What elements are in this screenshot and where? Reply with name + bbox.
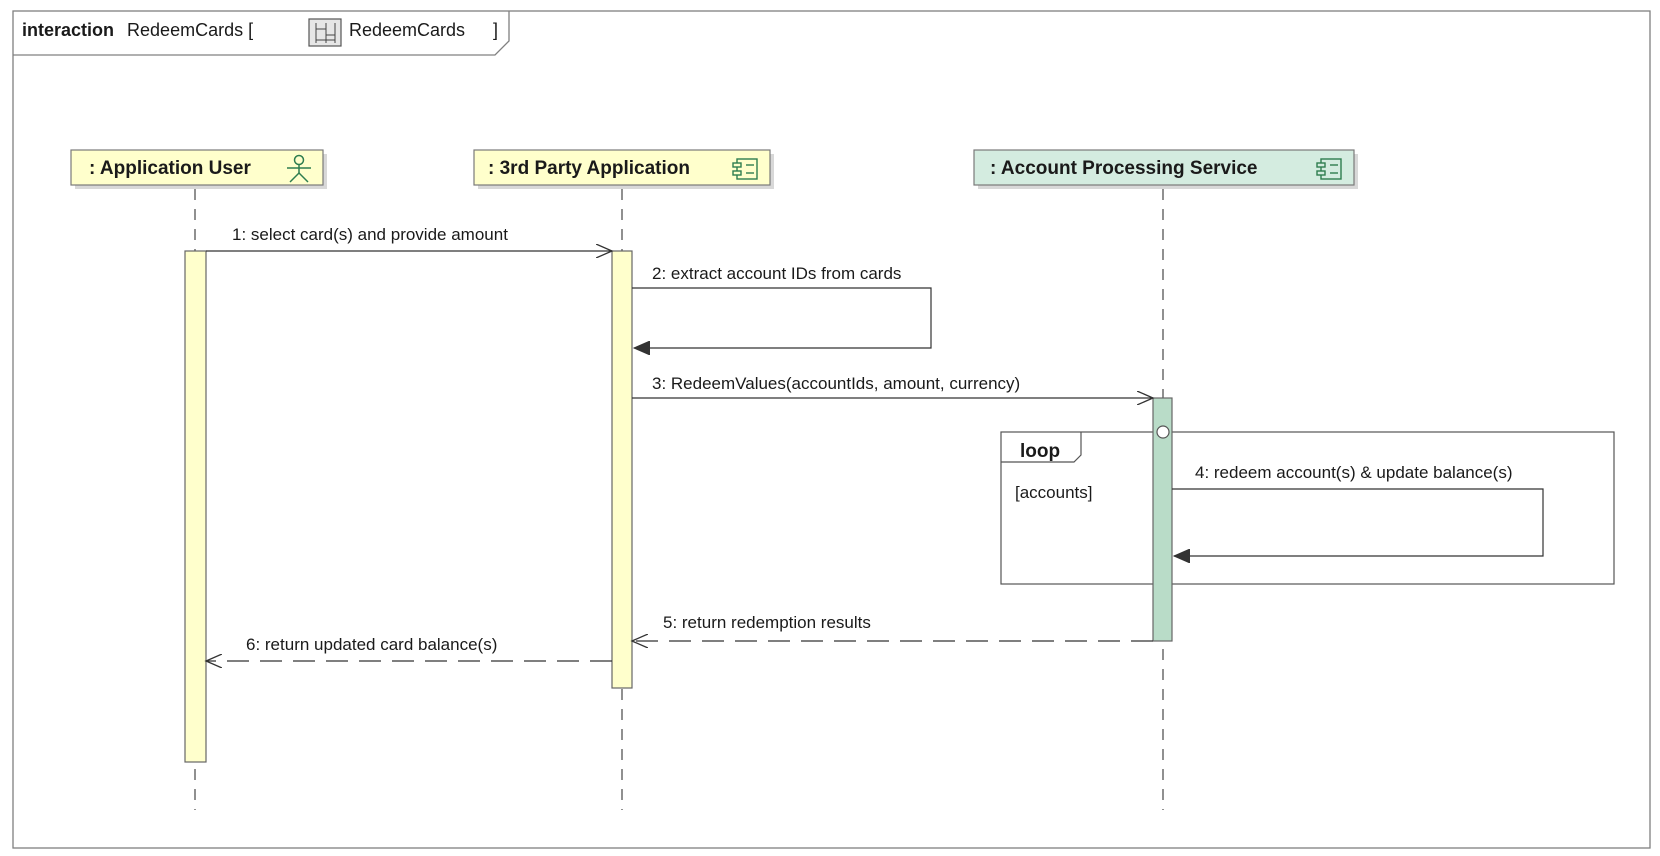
frame-keyword: interaction (22, 20, 114, 40)
lifeline-app[interactable]: : 3rd Party Application (473, 149, 774, 189)
lifeline-user[interactable]: : Application User (70, 149, 327, 189)
message-2-label: 2: extract account IDs from cards (652, 264, 901, 283)
message-4[interactable]: 4: redeem account(s) & update balance(s) (1172, 463, 1544, 556)
interaction-frame (12, 10, 1651, 849)
loop-guard: [accounts] (1015, 483, 1093, 502)
activation-user (184, 250, 207, 763)
message-5-label: 5: return redemption results (663, 613, 871, 632)
activation-app (611, 250, 633, 689)
message-3-label: 3: RedeemValues(accountIds, amount, curr… (652, 374, 1020, 393)
message-4-arrow (1172, 488, 1544, 556)
frame-close: ] (493, 20, 498, 40)
loop-gate-marker (1156, 425, 1170, 439)
message-1-label: 1: select card(s) and provide amount (232, 225, 508, 244)
lifeline-svc-box (973, 149, 1355, 186)
loop-operator: loop (1020, 441, 1060, 462)
lifeline-svc-label: : Account Processing Service (990, 158, 1258, 179)
message-2-arrow (632, 287, 932, 348)
message-6-label: 6: return updated card balance(s) (246, 635, 497, 654)
frame-header: interaction RedeemCards [ (22, 20, 253, 40)
message-1[interactable]: 1: select card(s) and provide amount (206, 225, 612, 251)
actor-icon (287, 154, 311, 183)
lifeline-user-box (70, 149, 324, 186)
lifeline-svc[interactable]: : Account Processing Service (973, 149, 1358, 189)
lifeline-user-label: : Application User (89, 158, 251, 179)
component-icon (1316, 158, 1342, 180)
lifeline-app-label: : 3rd Party Application (488, 158, 690, 179)
component-icon (732, 158, 758, 180)
message-3[interactable]: 3: RedeemValues(accountIds, amount, curr… (632, 374, 1153, 398)
loop-fragment[interactable]: loop [accounts] (1000, 431, 1615, 585)
message-5[interactable]: 5: return redemption results (632, 613, 1153, 641)
message-2[interactable]: 2: extract account IDs from cards (632, 264, 932, 348)
message-4-label: 4: redeem account(s) & update balance(s) (1195, 463, 1513, 482)
loop-frame (1000, 431, 1615, 585)
lifeline-app-box (473, 149, 771, 186)
frame-name: RedeemCards [ (127, 20, 253, 40)
activation-svc (1152, 397, 1173, 642)
interaction-icon (308, 18, 342, 47)
frame-tab (13, 11, 510, 56)
loop-tab (1001, 432, 1082, 463)
message-6[interactable]: 6: return updated card balance(s) (206, 635, 612, 661)
frame-ref-name: RedeemCards (349, 20, 465, 40)
